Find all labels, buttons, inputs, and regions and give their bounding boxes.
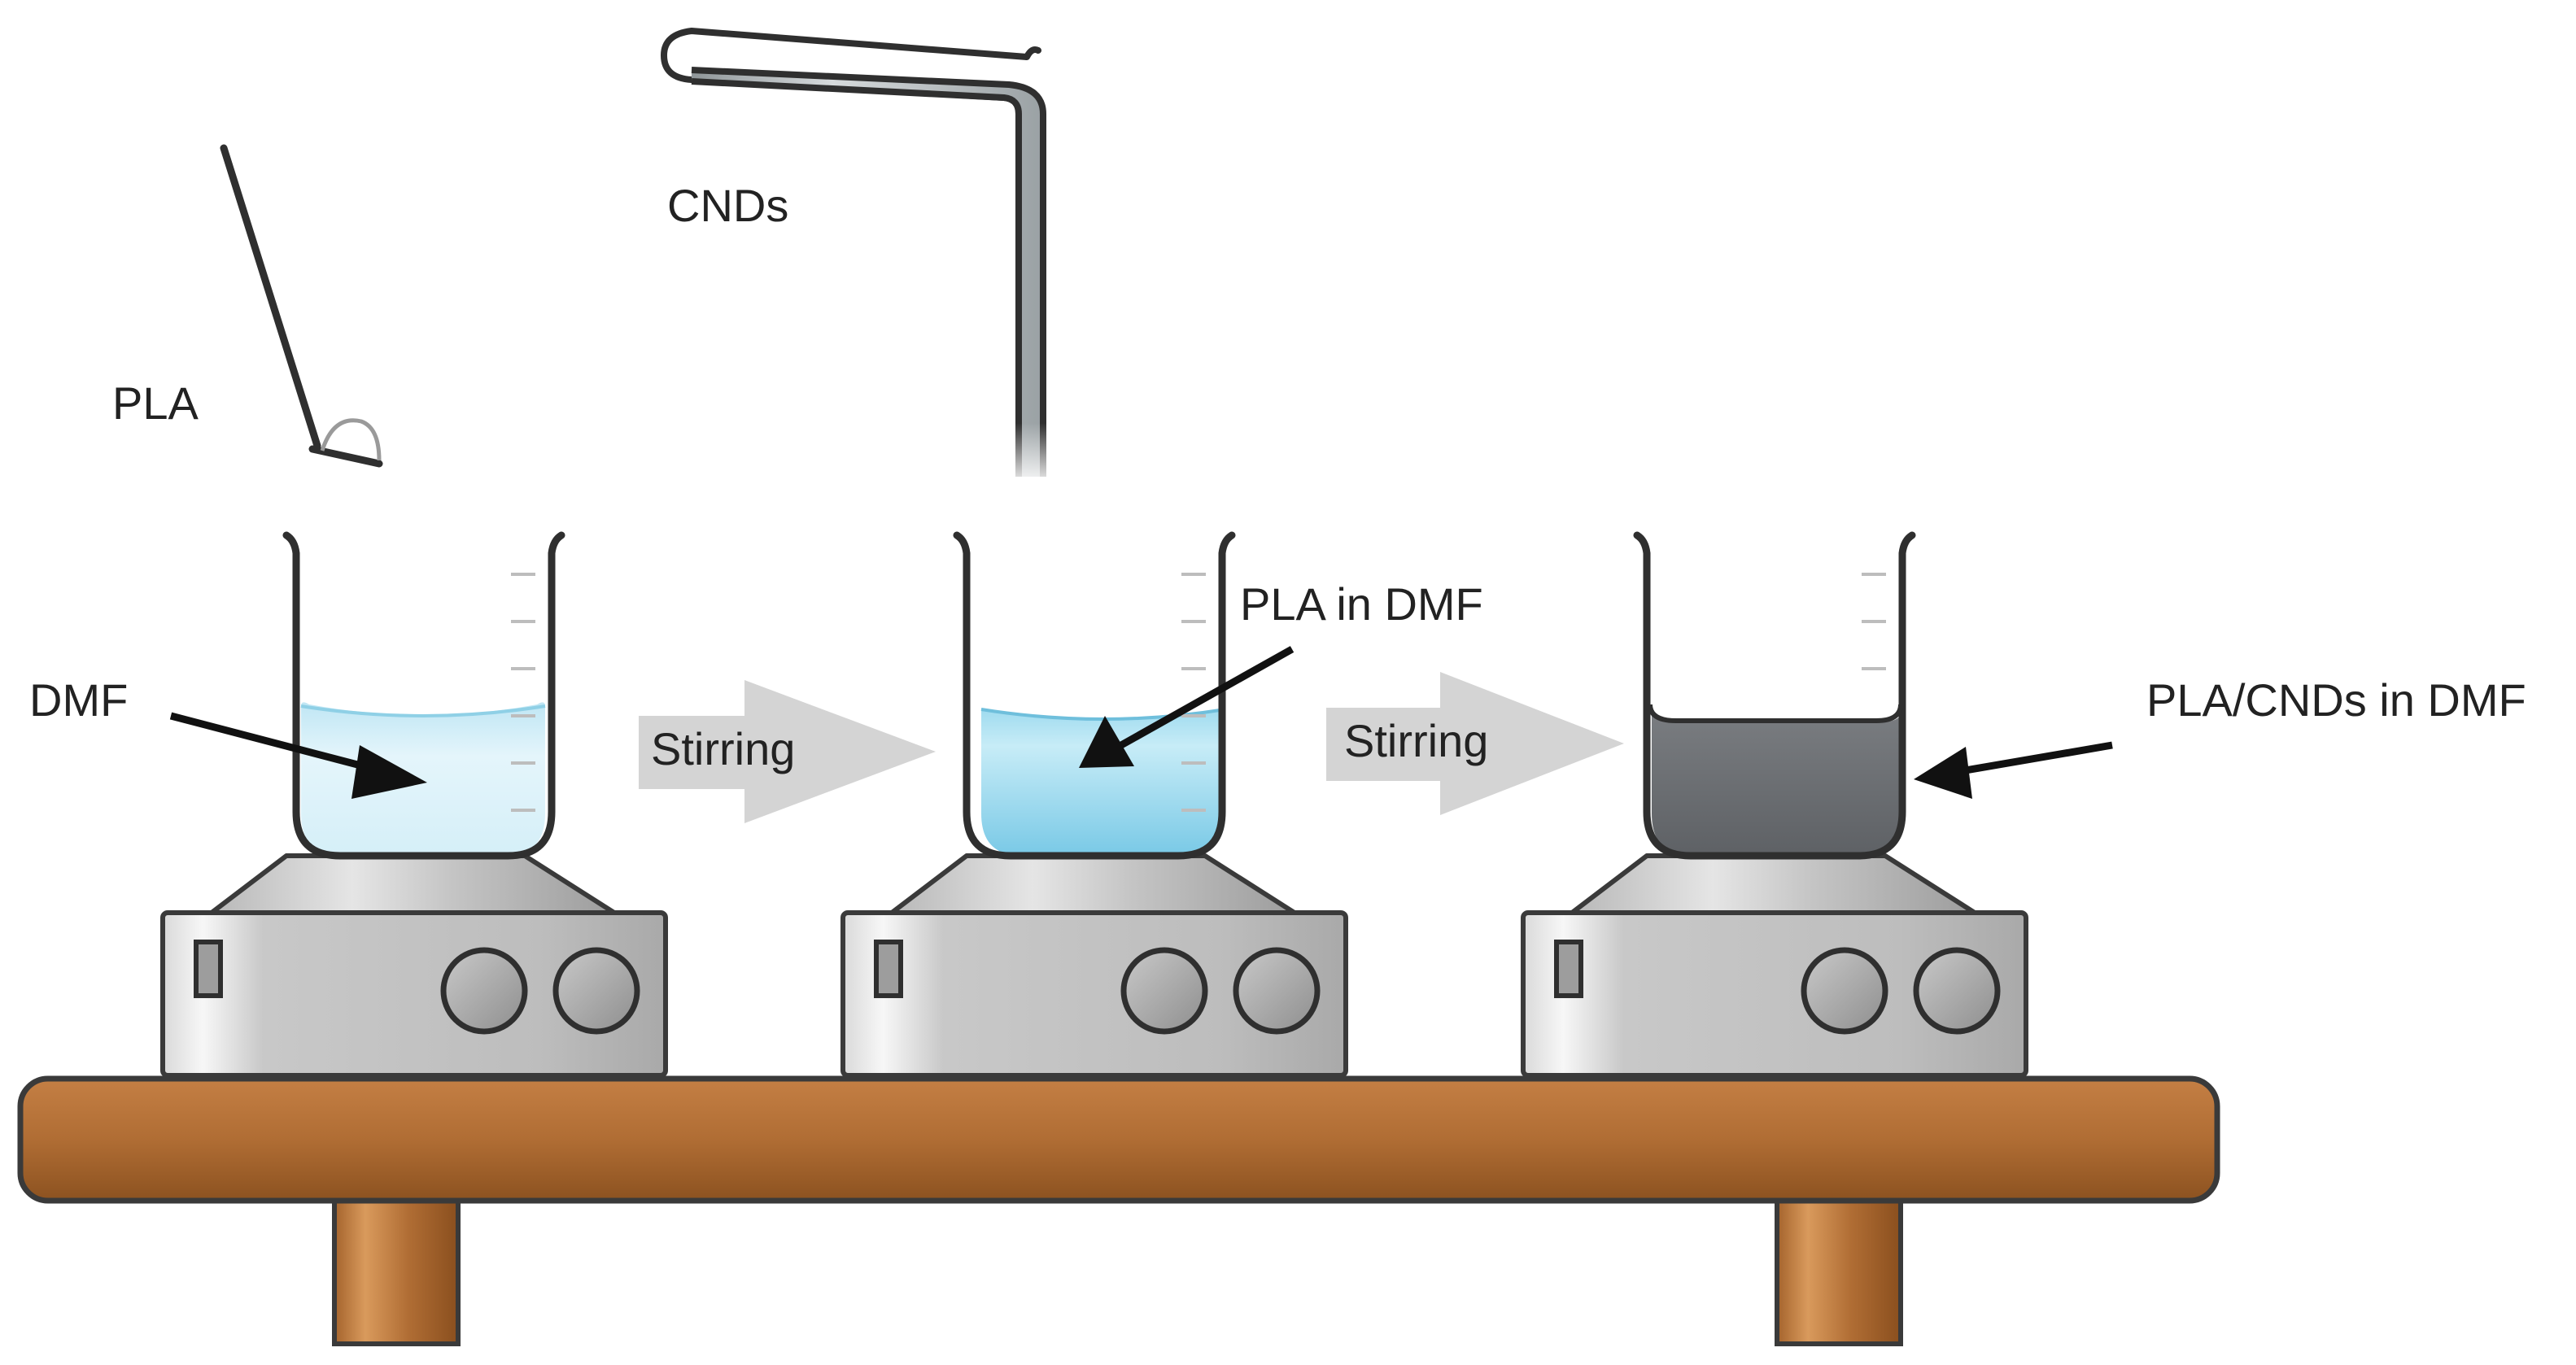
- label-pla: PLA: [112, 377, 199, 429]
- stirrer-knob-3a[interactable]: [1801, 947, 1888, 1035]
- stirrer-knob-2b[interactable]: [1233, 947, 1321, 1035]
- label-pla-in-dmf: PLA in DMF: [1240, 578, 1483, 630]
- dmf-pointer-arrow: [169, 712, 427, 799]
- stirring-arrow-1: [639, 680, 936, 823]
- spatula-icon: [220, 144, 383, 468]
- stirrer-switch-2[interactable]: [874, 940, 903, 998]
- stirrer-knob-3b[interactable]: [1913, 947, 2001, 1035]
- pla-in-dmf-pointer-arrow: [1079, 646, 1295, 768]
- label-stirring-2: Stirring: [1344, 715, 1488, 766]
- magnetic-stirrer-1: [160, 853, 668, 1078]
- magnetic-stirrer-2: [840, 853, 1348, 1078]
- stirrer-knob-1b[interactable]: [552, 947, 640, 1035]
- table-leg-right: [1775, 1195, 1903, 1346]
- stirrer-switch-3[interactable]: [1554, 940, 1583, 998]
- pla-cnds-pointer-arrow: [1914, 741, 2113, 799]
- label-cnds: CNDs: [667, 180, 788, 231]
- beaker-1: [282, 531, 565, 860]
- stirring-arrow-2: [1326, 672, 1624, 815]
- magnetic-stirrer-3: [1521, 853, 2028, 1078]
- label-stirring-1: Stirring: [651, 723, 795, 774]
- stirrer-knob-2a[interactable]: [1120, 947, 1208, 1035]
- table-top: [17, 1075, 2220, 1204]
- pipette-icon: [661, 28, 1054, 488]
- table: [17, 1075, 2220, 1346]
- stirrer-switch-1[interactable]: [194, 940, 223, 998]
- label-pla-cnds-in-dmf: PLA/CNDs in DMF: [2146, 674, 2526, 726]
- beaker-3: [1633, 531, 1916, 860]
- table-leg-left: [332, 1195, 461, 1346]
- stirrer-knob-1a[interactable]: [440, 947, 528, 1035]
- label-dmf: DMF: [29, 674, 128, 726]
- beaker-2: [953, 531, 1236, 860]
